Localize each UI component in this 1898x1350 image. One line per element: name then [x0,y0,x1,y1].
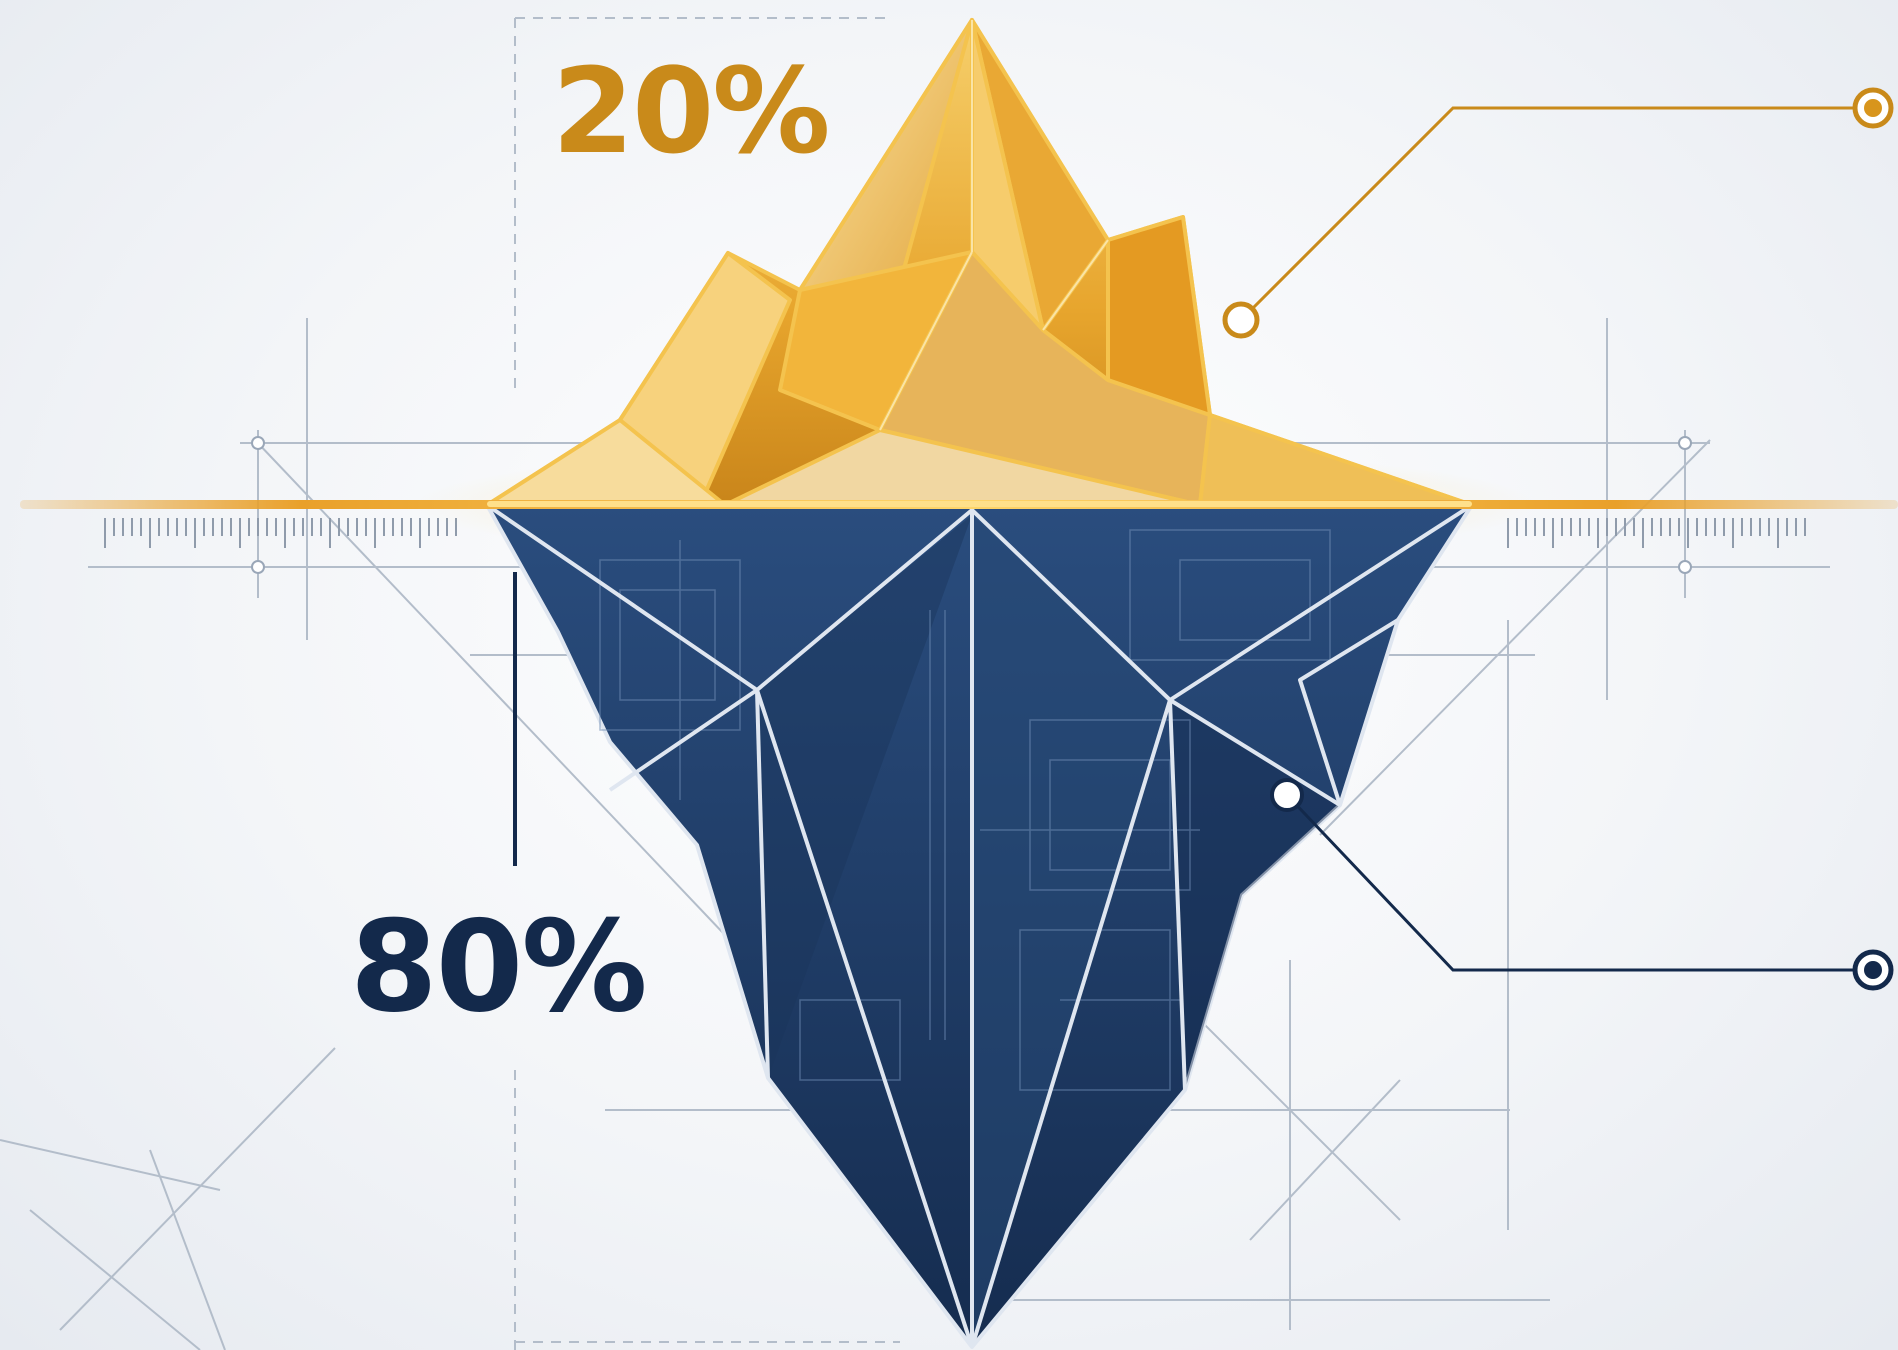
callout-top [1239,106,1875,322]
above-water-percentage: 20% [552,42,830,180]
iceberg-bottom [485,503,1474,1349]
waterline [20,500,1898,509]
below-water-percentage: 80% [350,893,648,1040]
ruler-ticks [104,518,1806,548]
callout-dot-icon [1852,87,1894,129]
dimension-markers [251,436,1692,574]
callout-dot-icon [1222,301,1260,339]
callout-bottom [1285,793,1875,972]
callout-dot-icon [1852,949,1894,991]
callout-dot-icon [1270,778,1304,812]
